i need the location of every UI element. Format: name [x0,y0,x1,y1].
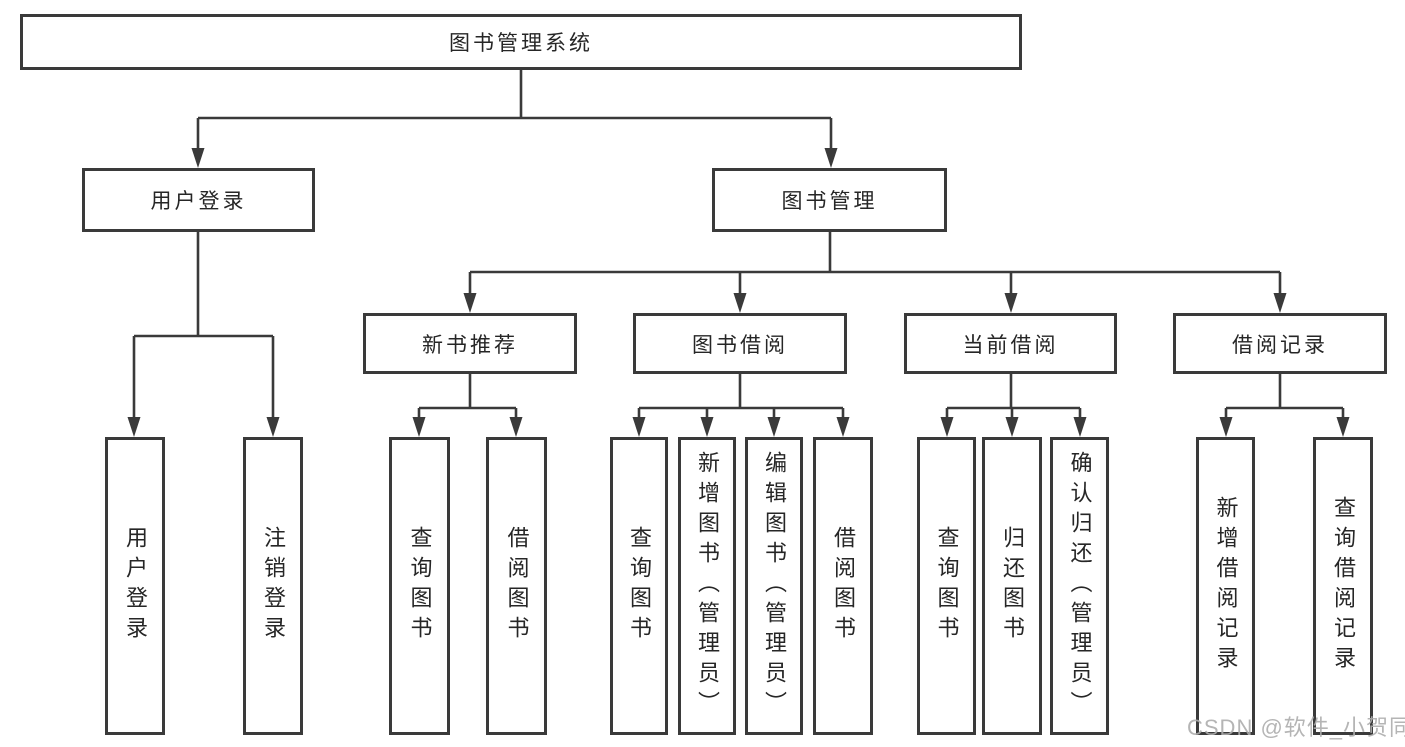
node-book-management-label: 图书管理 [781,190,878,213]
watermark-text: CSDN @软件_小贺同学 [1187,715,1405,740]
leaf-add-book-admin: 新增图书（管理员） [678,437,736,735]
leaf-add-borrow-record-label: 新增借阅记录 [1213,496,1239,676]
leaf-query-books-recommend: 查询图书 [389,437,450,735]
leaf-logout: 注销登录 [243,437,303,735]
node-root: 图书管理系统 [20,14,1022,70]
leaf-return-books: 归还图书 [982,437,1042,735]
node-user-login-label: 用户登录 [150,190,247,213]
node-book-management: 图书管理 [712,168,947,232]
leaf-borrow-books-recommend: 借阅图书 [486,437,547,735]
leaf-borrow-books-recommend-label: 借阅图书 [504,526,530,646]
leaf-query-books-borrow-label: 查询图书 [627,526,652,646]
leaf-query-books-recommend-label: 查询图书 [407,526,433,646]
leaf-add-book-admin-label: 新增图书（管理员） [695,451,720,721]
node-new-book-recommend: 新书推荐 [363,313,577,374]
node-root-label: 图书管理系统 [449,32,593,55]
leaf-edit-book-admin-label: 编辑图书（管理员） [762,451,787,721]
leaf-add-borrow-record: 新增借阅记录 [1196,437,1255,735]
leaf-return-books-label: 归还图书 [1000,526,1025,646]
leaf-logout-label: 注销登录 [261,526,286,646]
leaf-query-borrow-record-label: 查询借阅记录 [1331,496,1356,676]
node-book-borrow-label: 图书借阅 [692,333,788,357]
leaf-query-books-current-label: 查询图书 [934,526,960,646]
leaf-user-login: 用户登录 [105,437,165,735]
leaf-query-books-borrow: 查询图书 [610,437,668,735]
node-book-borrow: 图书借阅 [633,313,847,374]
node-current-borrow: 当前借阅 [904,313,1117,374]
node-borrow-records: 借阅记录 [1173,313,1387,374]
leaf-borrow-books-label: 借阅图书 [831,526,856,646]
node-new-book-recommend-label: 新书推荐 [422,333,518,357]
leaf-borrow-books: 借阅图书 [813,437,873,735]
leaf-user-login-label: 用户登录 [123,526,148,646]
node-current-borrow-label: 当前借阅 [962,333,1059,357]
node-user-login: 用户登录 [82,168,315,232]
leaf-confirm-return-admin: 确认归还（管理员） [1050,437,1109,735]
leaf-query-books-current: 查询图书 [917,437,976,735]
leaf-edit-book-admin: 编辑图书（管理员） [745,437,803,735]
leaf-confirm-return-admin-label: 确认归还（管理员） [1067,451,1093,721]
leaf-query-borrow-record: 查询借阅记录 [1313,437,1373,735]
node-borrow-records-label: 借阅记录 [1232,333,1328,357]
